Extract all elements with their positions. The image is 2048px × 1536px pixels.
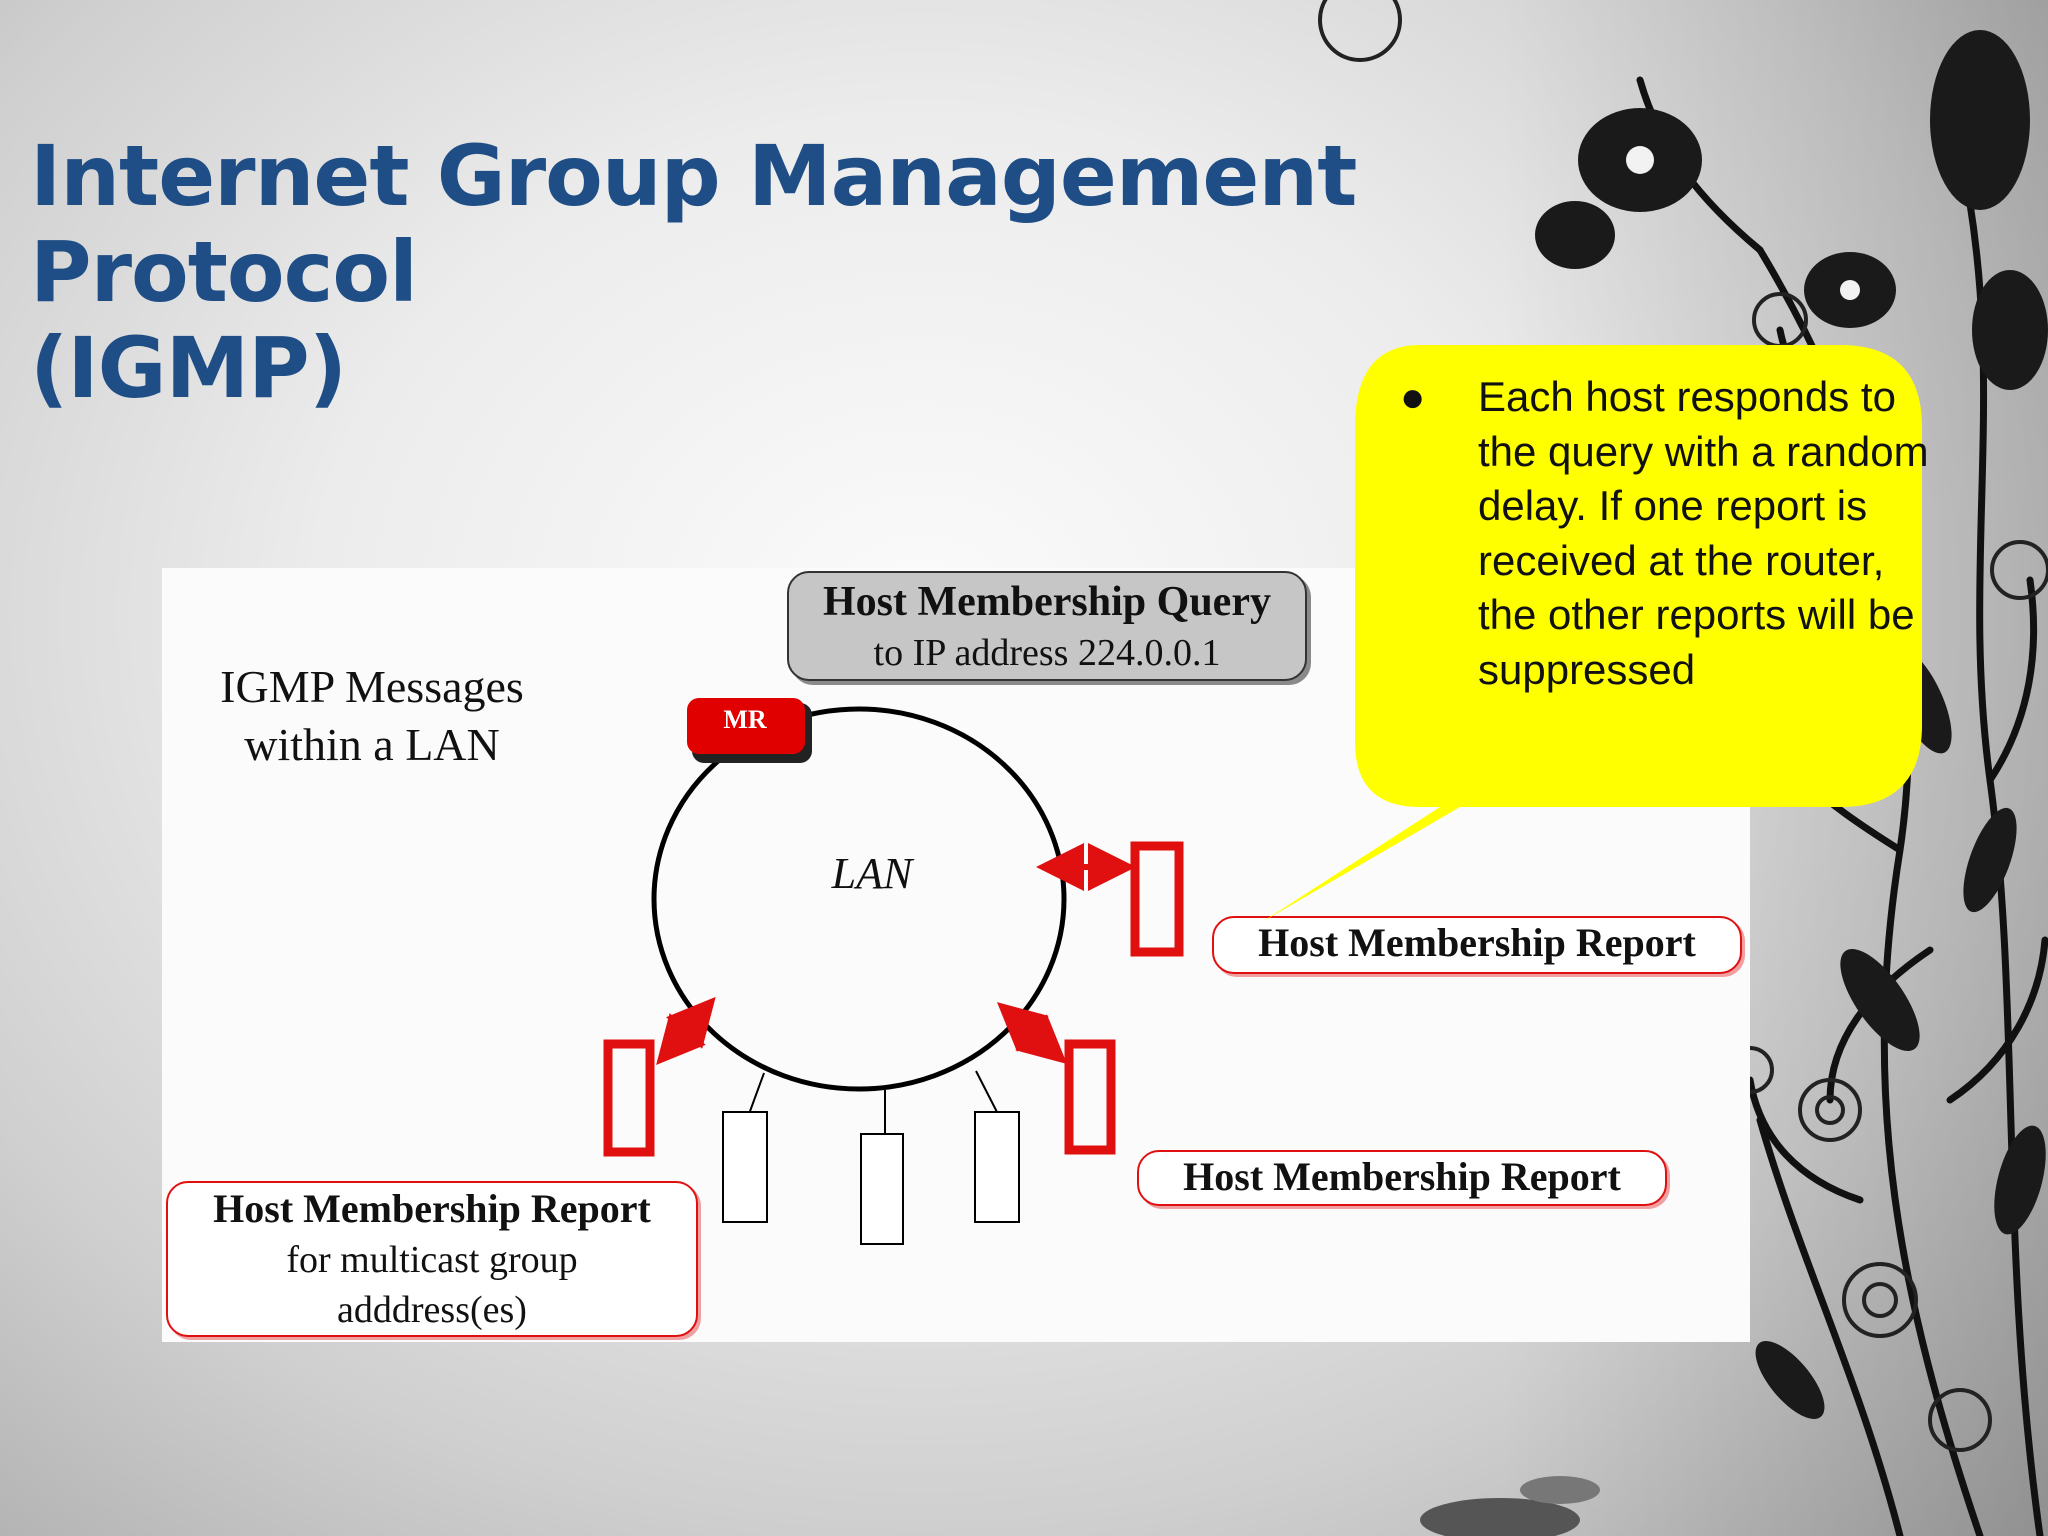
lan-diagram-graphics — [603, 698, 1184, 1245]
report-arrow-left — [656, 996, 716, 1066]
bullet-icon: ● — [1400, 373, 1426, 420]
callout-text: Each host responds to the query with a r… — [1478, 373, 1929, 693]
reporting-host-bottom — [1064, 1039, 1116, 1155]
router-label: MR — [723, 705, 767, 734]
igmp-diagram-panel: IGMP Messages within a LAN Host Membersh… — [162, 568, 1750, 1342]
report-label-left: Host Membership Report for multicast gro… — [166, 1181, 698, 1337]
lan-label: LAN — [831, 849, 913, 898]
slide-title-line2: (IGMP) — [30, 319, 347, 417]
report-left-title: Host Membership Report — [213, 1186, 651, 1231]
host-2 — [860, 1133, 904, 1245]
report-label-right: Host Membership Report — [1212, 916, 1742, 974]
report-left-line2: for multicast group — [286, 1239, 578, 1281]
report-label-bottom: Host Membership Report — [1137, 1150, 1667, 1206]
host-1 — [722, 1111, 768, 1223]
diagram-title-line1: IGMP Messages — [220, 661, 524, 712]
query-address: to IP address 224.0.0.1 — [873, 632, 1221, 674]
diagram-title-line2: within a LAN — [244, 719, 500, 770]
lan-ring — [651, 706, 1067, 1092]
callout-bullet-item: ● Each host responds to the query with a… — [1390, 370, 1930, 697]
report-left-line3: adddress(es) — [337, 1289, 527, 1331]
report-arrow-bottom — [997, 1002, 1067, 1064]
callout-bullet-list: ● Each host responds to the query with a… — [1390, 370, 1930, 697]
reporting-host-right — [1130, 841, 1184, 957]
slide-title-line1: Internet Group Management Protocol — [30, 127, 1357, 321]
slide-title: Internet Group Management Protocol (IGMP… — [30, 128, 1530, 416]
host-3 — [974, 1111, 1020, 1223]
host-link-3 — [975, 1070, 999, 1115]
host-link-1 — [748, 1072, 765, 1115]
diagram-title: IGMP Messages within a LAN — [202, 658, 542, 774]
query-title: Host Membership Query — [823, 579, 1271, 625]
router-mr — [687, 698, 805, 754]
host-membership-query-box: Host Membership Query to IP address 224.… — [787, 571, 1307, 681]
reporting-host-left — [603, 1039, 655, 1157]
